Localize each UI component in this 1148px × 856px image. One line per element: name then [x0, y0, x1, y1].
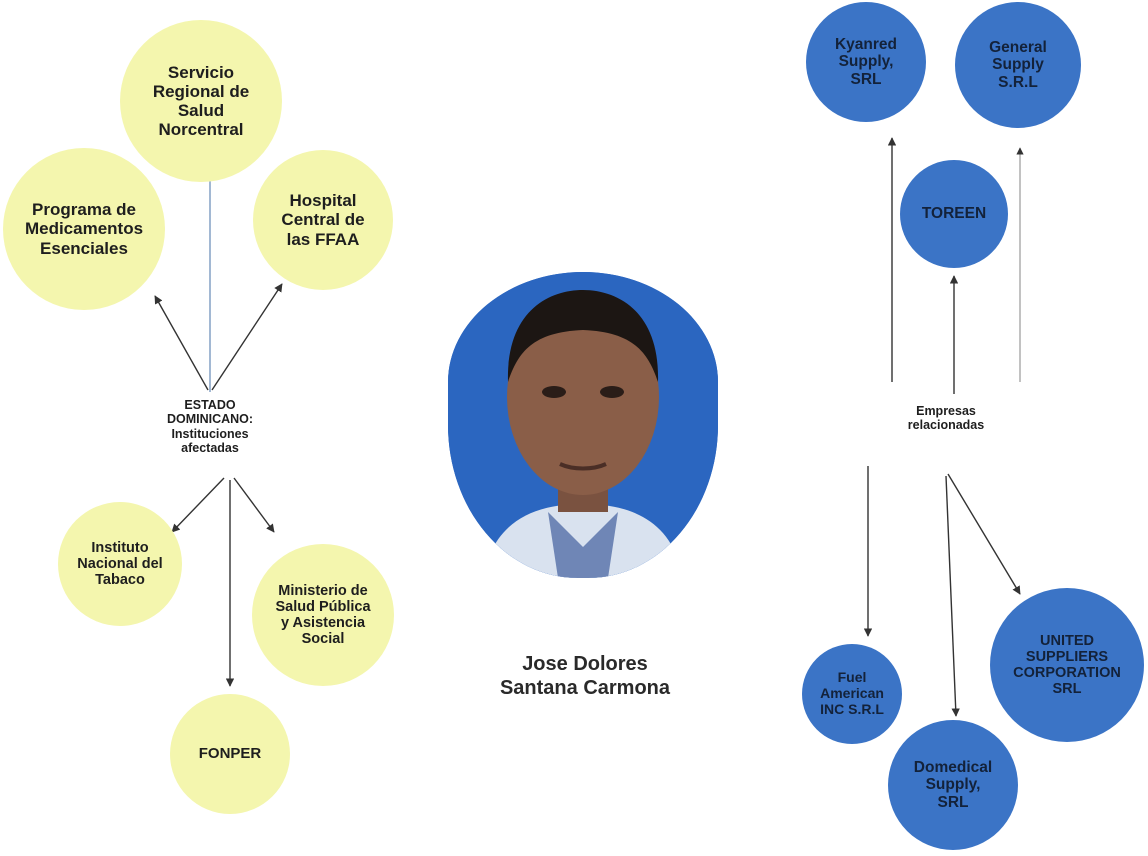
- node-ministerio-salud: Ministerio de Salud Pública y Asistencia…: [252, 544, 394, 686]
- arrow-to-hospital-central: [211, 283, 283, 391]
- node-general-supply: General Supply S.R.L: [955, 2, 1081, 128]
- left-hub-label: ESTADO DOMINICANO: Instituciones afectad…: [166, 398, 254, 456]
- node-domedical: Domedical Supply, SRL: [888, 720, 1018, 850]
- node-programa-medicamentos-label: Programa de Medicamentos Esenciales: [24, 200, 144, 258]
- arrow-to-domedical: [945, 475, 960, 717]
- node-domedical-label: Domedical Supply, SRL: [913, 758, 993, 811]
- node-instituto-tabaco-label: Instituto Nacional del Tabaco: [77, 539, 163, 589]
- arrow-to-instituto-tabaco: [171, 477, 225, 533]
- arrow-to-ministerio-salud: [233, 477, 275, 533]
- arrow-to-united-suppliers: [947, 473, 1021, 595]
- node-fuel-american: Fuel American INC S.R.L: [802, 644, 902, 744]
- node-fuel-american-label: Fuel American INC S.R.L: [820, 669, 884, 717]
- node-fonper-label: FONPER: [198, 744, 262, 762]
- node-united-suppliers-label: UNITED SUPPLIERS CORPORATION SRL: [1013, 632, 1121, 698]
- node-toreen-label: TOREEN: [921, 205, 987, 223]
- person-name: Jose Dolores Santana Carmona: [499, 653, 671, 699]
- node-hospital-central: Hospital Central de las FFAA: [253, 150, 393, 290]
- node-toreen: TOREEN: [900, 160, 1008, 268]
- node-ministerio-salud-label: Ministerio de Salud Pública y Asistencia…: [275, 582, 371, 648]
- arrow-to-programa-medicamentos: [154, 295, 209, 391]
- node-programa-medicamentos: Programa de Medicamentos Esenciales: [3, 148, 165, 310]
- node-servicio-regional-label: Servicio Regional de Salud Norcentral: [152, 62, 250, 140]
- node-general-supply-label: General Supply S.R.L: [989, 38, 1047, 91]
- node-united-suppliers: UNITED SUPPLIERS CORPORATION SRL: [990, 588, 1144, 742]
- node-fonper: FONPER: [170, 694, 290, 814]
- right-hub-label: Empresas relacionadas: [907, 404, 985, 433]
- node-kyanred-label: Kyanred Supply, SRL: [834, 35, 898, 88]
- node-kyanred: Kyanred Supply, SRL: [806, 2, 926, 122]
- person-photo: [448, 272, 718, 578]
- node-servicio-regional: Servicio Regional de Salud Norcentral: [120, 20, 282, 182]
- node-hospital-central-label: Hospital Central de las FFAA: [281, 191, 365, 249]
- node-instituto-tabaco: Instituto Nacional del Tabaco: [58, 502, 182, 626]
